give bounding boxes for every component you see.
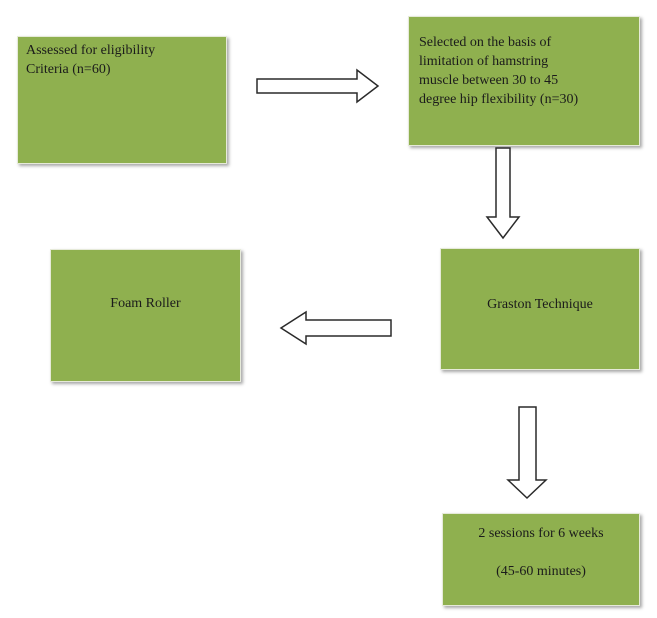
box-foam-roller: Foam Roller — [50, 249, 241, 382]
sessions-line-2: (45-60 minutes) — [496, 564, 586, 579]
assessed-line-1: Assessed for eligibility — [26, 43, 156, 58]
arrow-down-icon — [485, 147, 521, 240]
box-assessed-eligibility: Assessed for eligibility Criteria (n=60) — [17, 36, 227, 164]
box-selected-criteria: Selected on the basis of limitation of h… — [408, 16, 640, 146]
arrow-right-icon — [256, 68, 380, 104]
arrow-down-icon — [506, 406, 548, 500]
assessed-line-2: Criteria (n=60) — [26, 62, 111, 77]
foam-roller-label: Foam Roller — [110, 296, 181, 311]
selected-line-1: Selected on the basis of — [419, 35, 552, 50]
arrow-left-icon — [279, 310, 392, 346]
graston-technique-label: Graston Technique — [487, 297, 593, 312]
selected-line-4: degree hip flexibility (n=30) — [419, 92, 579, 107]
selected-line-3: muscle between 30 to 45 — [419, 73, 559, 88]
box-graston-technique: Graston Technique — [440, 248, 640, 370]
sessions-line-1: 2 sessions for 6 weeks — [478, 526, 604, 541]
box-sessions: 2 sessions for 6 weeks (45-60 minutes) — [442, 513, 640, 606]
selected-line-2: limitation of hamstring — [419, 54, 549, 69]
